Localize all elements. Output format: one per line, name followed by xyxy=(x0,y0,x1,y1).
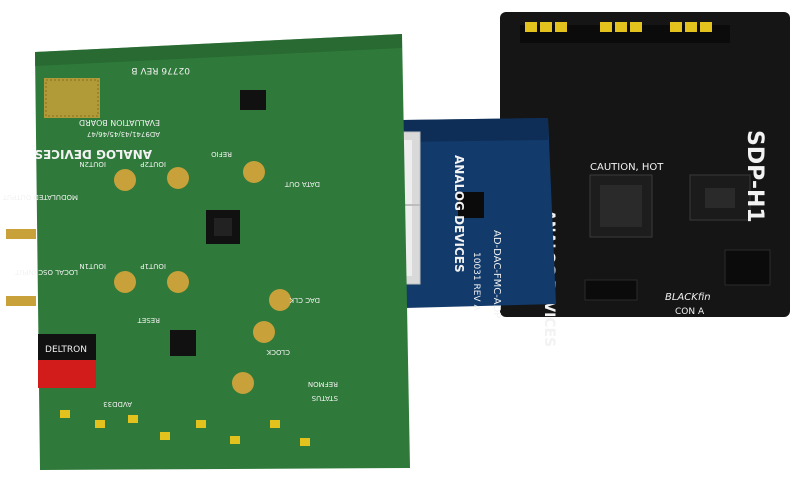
adapter-part-text: AD-DAC-FMC-ADP xyxy=(491,230,502,318)
label-iout1n: IOUT1N xyxy=(79,262,106,270)
label-modulated-output: MODULATED OUTPUT xyxy=(2,193,78,201)
yellow-cap xyxy=(300,438,310,446)
sdp-board-body xyxy=(500,12,790,317)
sma-connector xyxy=(232,372,254,394)
label-local-osc-input: LOCAL OSC INPUT xyxy=(14,268,78,276)
red-terminal xyxy=(38,360,96,388)
sma-connector xyxy=(269,289,291,311)
label-iout2p: IOUT2P xyxy=(140,160,166,168)
yellow-cap xyxy=(270,420,280,428)
deltron-label: DELTRON xyxy=(45,345,87,355)
label-dac-clk: DAC CLK xyxy=(289,296,320,304)
edge-sma xyxy=(6,229,36,239)
yellow-cap xyxy=(128,415,138,423)
label-clock: CLOCK xyxy=(266,348,290,356)
label-iout2n: IOUT2N xyxy=(79,160,106,168)
yellow-cap xyxy=(160,432,170,440)
yellow-cap xyxy=(95,420,105,428)
sdp-yellow-components xyxy=(525,22,712,32)
sdp-con-text: CON A xyxy=(675,307,705,317)
sdp-model-text: SDP-H1 xyxy=(742,130,767,223)
adapter-chip xyxy=(458,192,484,218)
eval-vendor-text: ANALOG DEVICES xyxy=(34,147,152,161)
yellow-component xyxy=(600,22,612,32)
eval-board-body xyxy=(35,34,410,470)
label-avdd33: AVDD33 xyxy=(103,400,132,408)
sdp-analog-devices-die xyxy=(705,188,735,208)
yellow-cap xyxy=(60,410,70,418)
small-ic-top xyxy=(240,90,266,110)
sma-connector xyxy=(114,169,136,191)
sdp-board: ANALOG DEVICES CAUTION, HOT SDP-H1 BLACK… xyxy=(500,12,790,347)
sdp-connector xyxy=(584,279,638,301)
eval-part-text: AD9741/43/45/46/47 xyxy=(87,130,160,138)
label-reset: RESET xyxy=(137,316,160,324)
black-terminal xyxy=(38,334,96,360)
bottom-yellow-caps xyxy=(60,410,310,446)
sma-connector xyxy=(243,161,265,183)
main-ic-core xyxy=(214,218,232,236)
yellow-component xyxy=(685,22,697,32)
label-refmon: REFMON xyxy=(308,380,338,388)
sma-connector xyxy=(167,167,189,189)
yellow-cap xyxy=(196,420,206,428)
yellow-component xyxy=(615,22,627,32)
yellow-component xyxy=(700,22,712,32)
eval-board: DELTRON 02776 REV B ANALOG DEVICES EVALU… xyxy=(2,34,410,470)
terminal-blocks: DELTRON xyxy=(38,334,96,388)
edge-sma xyxy=(6,296,36,306)
sma-connectors xyxy=(114,161,291,394)
eval-board-top-edge xyxy=(35,34,402,66)
edge-sma-left xyxy=(6,229,36,306)
gold-pads-pattern xyxy=(45,79,99,117)
yellow-component xyxy=(540,22,552,32)
yellow-component xyxy=(555,22,567,32)
sdp-connector-right xyxy=(724,249,771,286)
adapter-vendor-text: ANALOG DEVICES xyxy=(452,155,466,273)
sma-connector xyxy=(167,271,189,293)
yellow-component xyxy=(670,22,682,32)
sma-connector xyxy=(253,321,275,343)
adapter-rev-text: 10031 REV A xyxy=(471,252,481,311)
yellow-component xyxy=(630,22,642,32)
eval-top-label: 02776 REV B xyxy=(131,65,190,75)
label-iout1p: IOUT1P xyxy=(140,262,166,270)
eval-title-text: EVALUATION BOARD xyxy=(79,118,160,127)
gold-pad-grid xyxy=(44,78,100,118)
yellow-component xyxy=(525,22,537,32)
label-data-out: DATA OUT xyxy=(284,180,320,188)
sdp-caution-text: CAUTION, HOT xyxy=(590,162,664,173)
gold-pads xyxy=(44,78,100,118)
sdp-blackfin-text: BLACKfin xyxy=(665,292,711,303)
small-ic-bottom xyxy=(170,330,196,356)
adapter-top-edge xyxy=(402,118,548,142)
label-status: STATUS xyxy=(311,394,338,402)
yellow-cap xyxy=(230,436,240,444)
sma-connector xyxy=(114,271,136,293)
sdp-processor-core xyxy=(600,185,642,227)
adapter-board: ANALOG DEVICES AD-DAC-FMC-ADP 10031 REV … xyxy=(402,118,556,318)
label-refio: REFIO xyxy=(211,150,232,158)
